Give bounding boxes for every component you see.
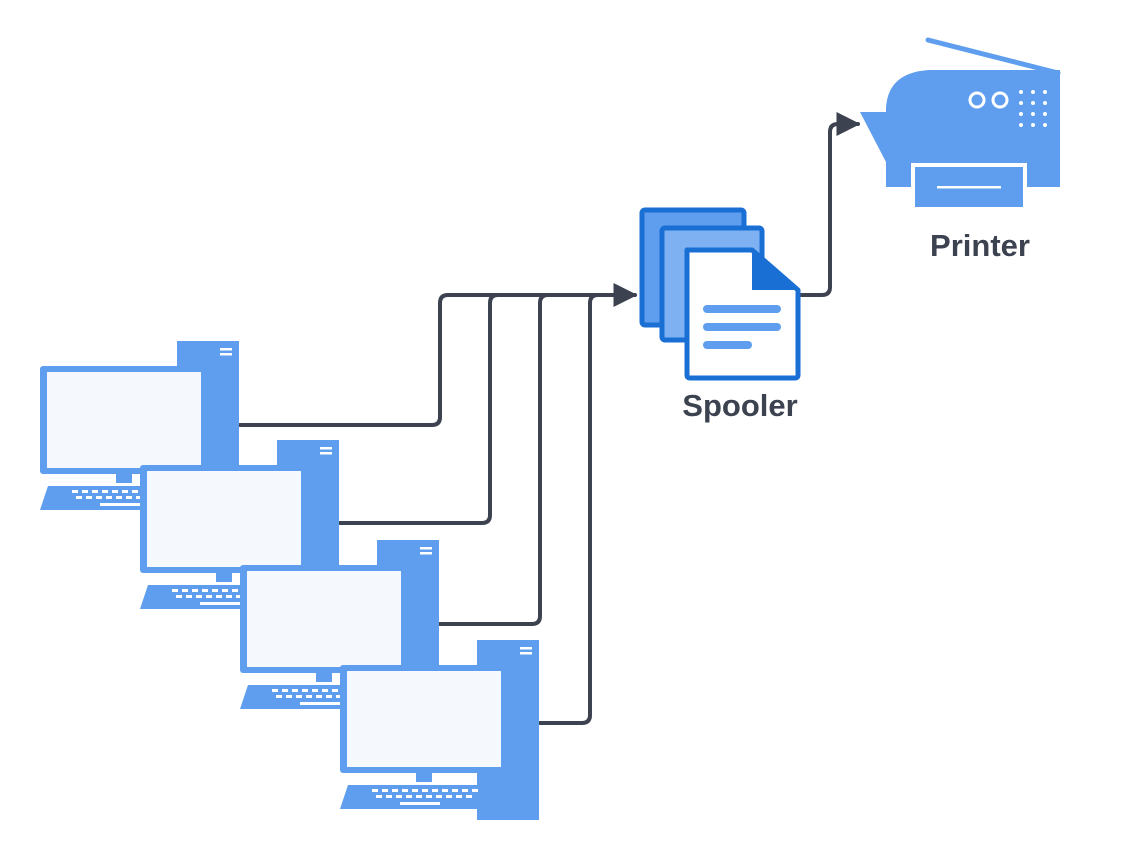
printer-icon xyxy=(860,37,1061,211)
document-stack-icon xyxy=(639,207,801,381)
connector-computer-3 xyxy=(438,293,602,626)
connector-computer-2 xyxy=(338,293,602,525)
connectors xyxy=(238,112,861,725)
spooler-label: Spooler xyxy=(682,388,797,423)
printer-node: Printer xyxy=(860,37,1061,263)
connector-computer-1 xyxy=(238,283,638,427)
spooler-node: Spooler xyxy=(639,207,801,423)
desktop-computer-icon xyxy=(340,640,539,820)
computer-4 xyxy=(340,640,539,820)
connector-spooler-printer xyxy=(798,112,861,297)
printer-label: Printer xyxy=(930,228,1030,263)
connector-computer-4 xyxy=(538,293,612,725)
